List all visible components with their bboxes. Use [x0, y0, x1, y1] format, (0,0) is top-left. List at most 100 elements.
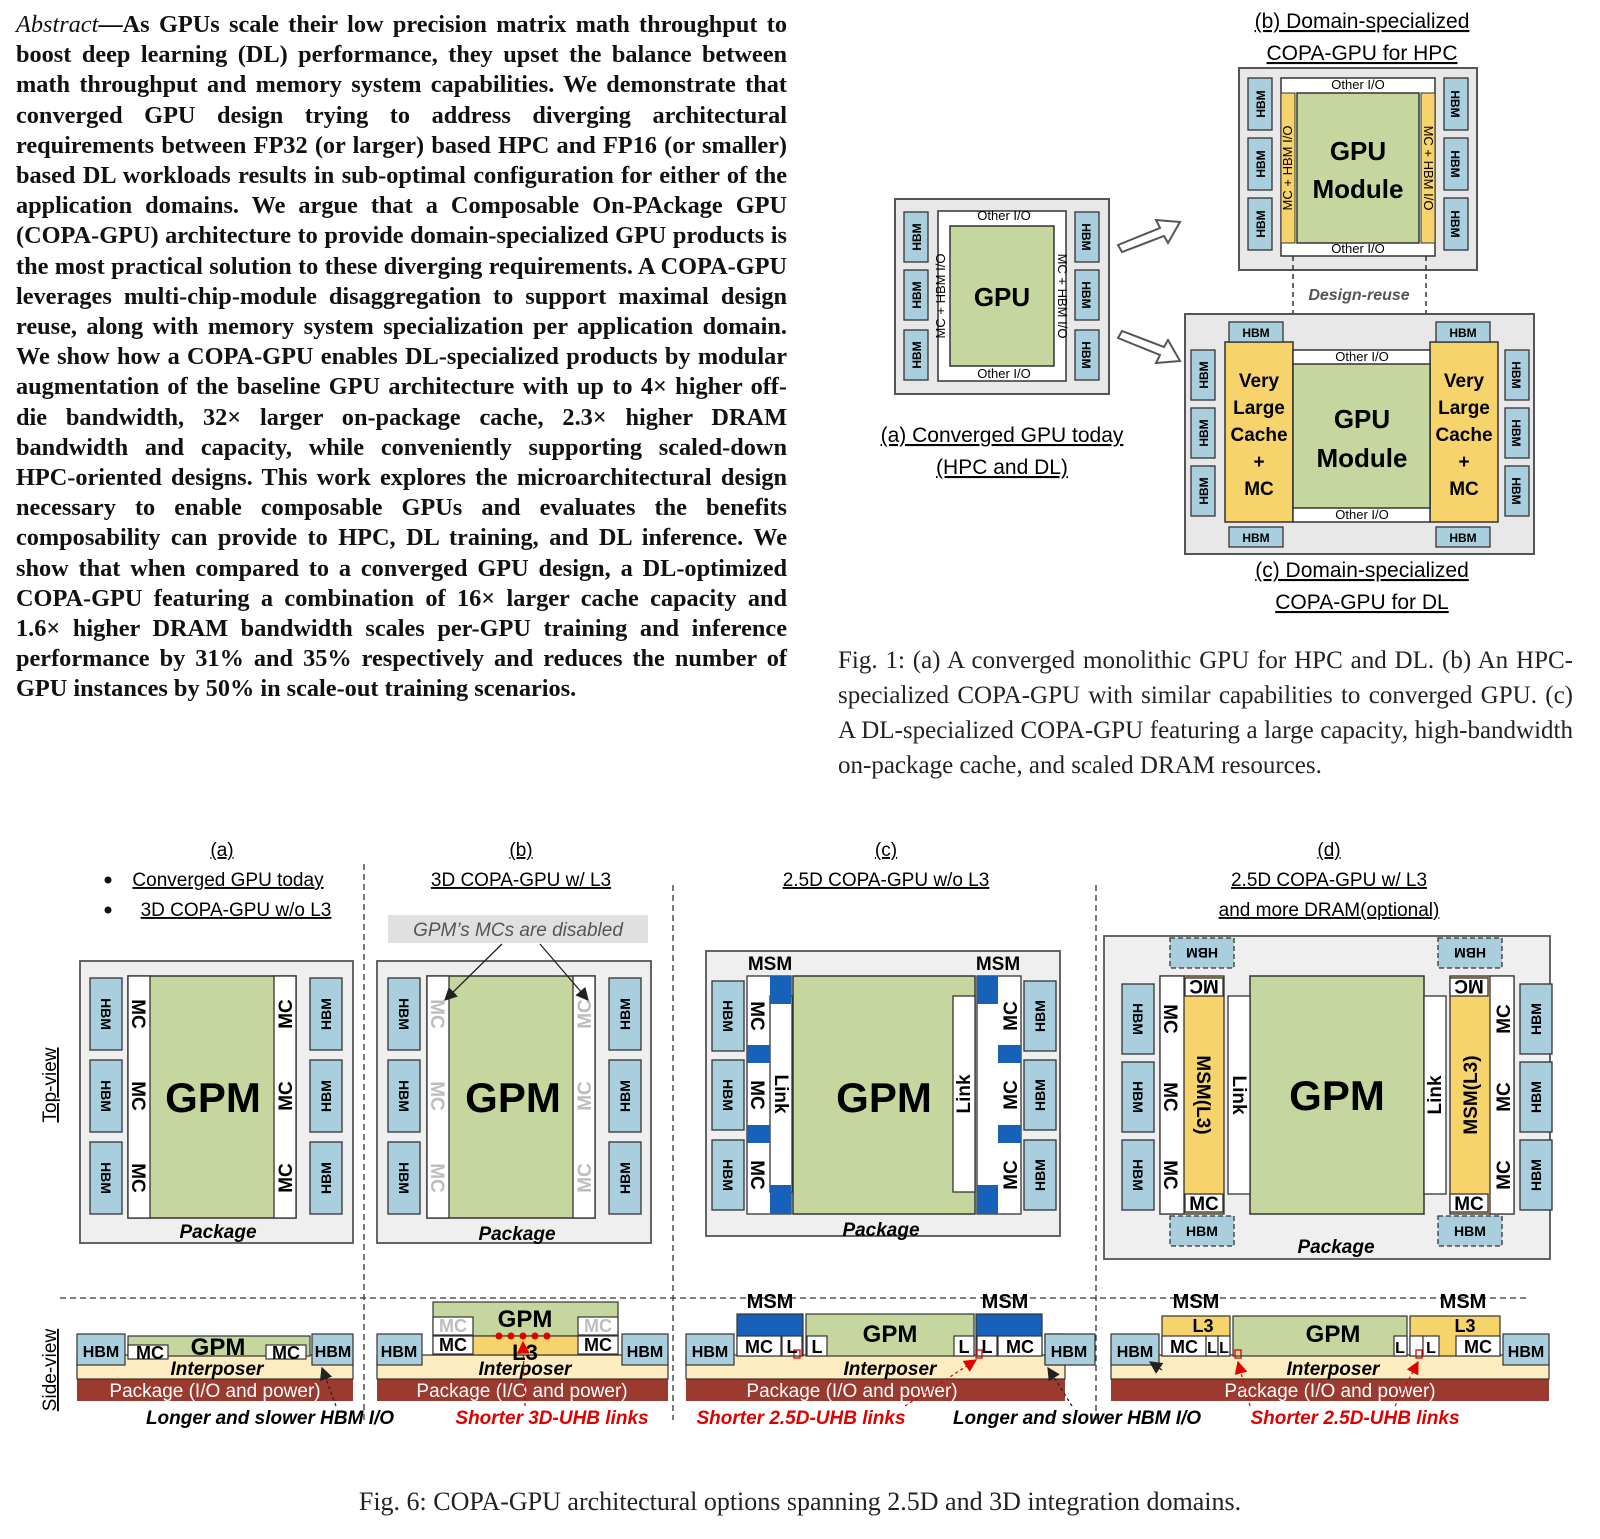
fig6-hbm: HBM	[627, 1344, 663, 1361]
fig6-link: Link	[954, 1074, 975, 1113]
fig1-b-hbm: HBM	[1448, 210, 1462, 237]
fig6-interposer: Interposer	[171, 1359, 266, 1380]
fig1-c-hbm: HBM	[1509, 361, 1523, 388]
fig6-hbm: HBM	[720, 1159, 736, 1191]
fig6-hbm: HBM	[98, 1162, 114, 1194]
fig6-mc: MC	[745, 1337, 773, 1357]
fig6-mc: MC	[1454, 975, 1484, 996]
fig6-mc: MC	[136, 1343, 164, 1363]
fig6-gpm: GPM	[836, 1074, 932, 1121]
figure-6: (a) Converged GPU today 3D COPA-GPU w/o …	[40, 840, 1553, 1429]
fig6-c-title: 2.5D COPA-GPU w/o L3	[783, 870, 990, 891]
fig6-hbm: HBM	[98, 1080, 114, 1112]
fig6-mc: MC	[127, 1163, 148, 1193]
fig6-msm: MSM	[982, 1291, 1029, 1313]
fig6-hbm: HBM	[617, 1080, 633, 1112]
fig6-c-side-hbm-right: HBM Longer and slower HBM I/O	[953, 1333, 1201, 1429]
fig1-a-hbm: HBM	[910, 341, 924, 368]
fig1-b-gpu: GPU	[1330, 136, 1386, 166]
fig6-mc: MC	[1170, 1337, 1198, 1357]
fig6-shorter-25d-label: Shorter 2.5D-UHB links	[696, 1408, 905, 1429]
fig1-design-reuse-label: Design-reuse	[1308, 287, 1409, 304]
fig6-package-io: Package (I/O and power)	[1224, 1381, 1435, 1402]
fig1-c-hbm: HBM	[1449, 326, 1476, 340]
fig6-d-title-2: and more DRAM(optional)	[1219, 900, 1440, 921]
fig6-l3: L3	[1192, 1316, 1213, 1336]
fig6-mc: MC	[584, 1335, 612, 1355]
fig1-c-cache-line: Very	[1444, 371, 1485, 392]
fig6-msm: MSM	[1173, 1291, 1220, 1313]
fig1-a-title-1: (a) Converged GPU today	[881, 424, 1124, 447]
fig6-hbm: HBM	[396, 1080, 412, 1112]
fig6-mc-disabled: MC	[426, 1163, 447, 1193]
fig1-c-hbm: HBM	[1197, 361, 1211, 388]
fig1-dl-copa-gpu: Other I/O Other I/O GPU Module Very Larg…	[1184, 313, 1535, 614]
fig6-hbm: HBM	[98, 998, 114, 1030]
fig1-c-hbm: HBM	[1197, 419, 1211, 446]
fig6-gpm: GPM	[1306, 1321, 1361, 1348]
fig6-hbm: HBM	[692, 1344, 728, 1361]
fig1-c-other-io: Other I/O	[1335, 507, 1388, 522]
fig6-shorter-3d-label: Shorter 3D-UHB links	[455, 1408, 648, 1429]
fig6-a-side: HBM HBM GPM MC MC Interposer Package (I/…	[76, 1333, 394, 1429]
fig6-mc: MC	[1001, 1080, 1022, 1110]
fig6-hbm: HBM	[381, 1344, 417, 1361]
fig6-hbm: HBM	[315, 1344, 351, 1361]
fig1-b-other-io: Other I/O	[1331, 77, 1384, 92]
fig6-l: L	[982, 1337, 993, 1357]
fig6-interposer: Interposer	[1287, 1359, 1382, 1380]
fig1-c-cache-line: Cache	[1230, 425, 1287, 446]
fig6-b-label: (b)	[509, 840, 532, 861]
fig6-msm: MSM	[1440, 1291, 1487, 1313]
fig6-l: L	[1207, 1340, 1217, 1357]
fig1-c-hbm: HBM	[1197, 477, 1211, 504]
fig6-longer-hbm-label: Longer and slower HBM I/O	[953, 1408, 1201, 1429]
fig6-msm: MSM	[748, 954, 792, 975]
fig6-hbm: HBM	[720, 1000, 736, 1032]
fig6-mc: MC	[276, 1081, 297, 1111]
fig1-b-hbm: HBM	[1448, 150, 1462, 177]
fig1-caption: Fig. 1: (a) A converged monolithic GPU f…	[838, 647, 1573, 779]
fig6-link: Link	[770, 1074, 791, 1113]
abstract-lead: Abstract	[16, 11, 99, 38]
fig6-d-top: HBM HBM HBM HBM HBM HBM HBM HBM HBM HBM …	[1103, 935, 1553, 1260]
fig6-mc: MC	[746, 1080, 767, 1110]
fig1-hpc-copa-gpu: (b) Domain-specialized COPA-GPU for HPC …	[1238, 10, 1478, 271]
fig6-mc-disabled: MC	[426, 1081, 447, 1111]
fig6-hbm: HBM	[1130, 1003, 1146, 1035]
fig1-b-title-2: COPA-GPU for HPC	[1267, 42, 1458, 65]
fig6-package-label: Package	[179, 1222, 257, 1243]
fig6-mc: MC	[1159, 1004, 1180, 1034]
fig1-c-gpu: GPU	[1334, 404, 1390, 434]
fig1-b-title-1: (b) Domain-specialized	[1255, 10, 1470, 33]
fig6-mc-disabled: MC	[426, 999, 447, 1029]
fig6-package-label: Package	[478, 1224, 556, 1245]
fig1-c-hbm: HBM	[1242, 326, 1269, 340]
bullet-icon	[104, 906, 112, 914]
fig6-l: L	[1219, 1340, 1229, 1357]
fig6-d-label: (d)	[1317, 840, 1340, 861]
fig6-interposer: Interposer	[844, 1359, 939, 1380]
fig6-gpm: GPM	[165, 1074, 261, 1121]
fig6-l: L	[1426, 1340, 1436, 1357]
fig6-d-title-1: 2.5D COPA-GPU w/ L3	[1231, 870, 1427, 891]
fig6-gpm: GPM	[863, 1321, 918, 1348]
fig6-mc: MC	[1189, 1194, 1219, 1215]
fig6-l: L	[1395, 1340, 1405, 1357]
fig1-b-mc-io: MC + HBM I/O	[1280, 126, 1295, 211]
fig6-hbm: HBM	[1051, 1344, 1087, 1361]
fig1-c-cache-line: +	[1458, 452, 1469, 473]
fig6-l: L	[812, 1337, 823, 1357]
fig6-hbm: HBM	[720, 1079, 736, 1111]
fig6-msm-l3: MSM(L3)	[1461, 1055, 1482, 1134]
fig6-mc-disabled: MC	[575, 1081, 596, 1111]
fig6-package-io: Package (I/O and power)	[746, 1381, 957, 1402]
fig1-b-module: Module	[1313, 174, 1404, 204]
fig1-a-mc-io-left: MC + HBM I/O	[933, 254, 948, 339]
fig1-c-hbm: HBM	[1242, 531, 1269, 545]
fig1-a-mc-io-right: MC + HBM I/O	[1055, 254, 1070, 339]
fig1-b-hbm: HBM	[1448, 90, 1462, 117]
fig1-a-other-io-bottom: Other I/O	[977, 366, 1030, 381]
fig6-hbm: HBM	[1130, 1159, 1146, 1191]
fig6-d-side: HBM HBM MSM MSM L3 L3 GPM MC MC L L L L …	[1110, 1291, 1550, 1429]
